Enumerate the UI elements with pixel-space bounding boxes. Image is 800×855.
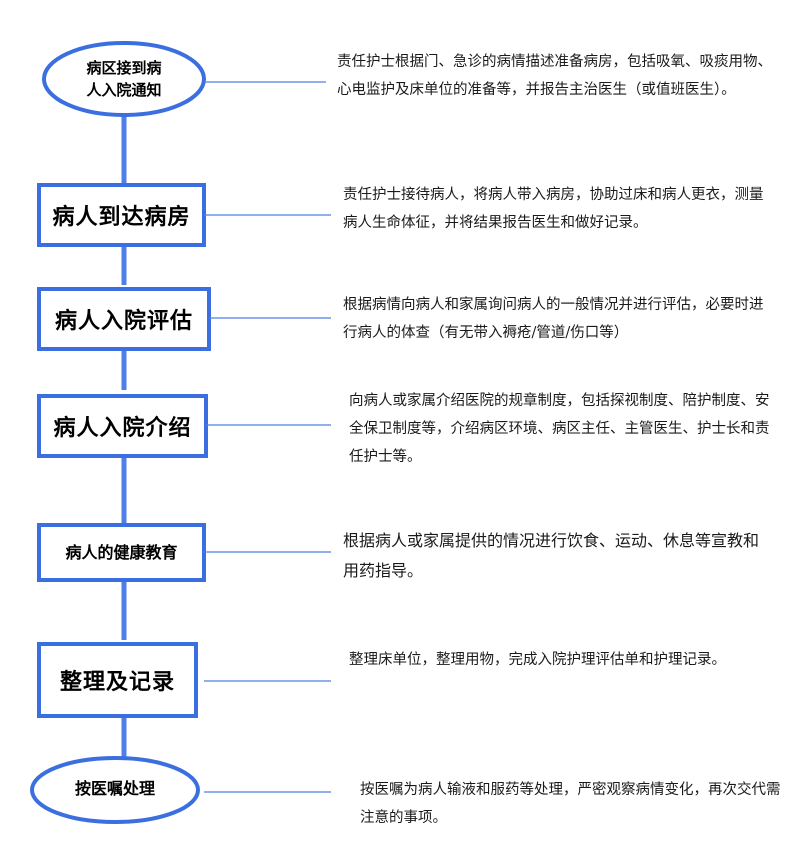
step-5-shape <box>37 523 206 582</box>
step-7-label: 按医嘱处理 <box>74 779 155 798</box>
step-1-description: 责任护士根据门、急诊的病情描述准备病房，包括吸氧、吸痰用物、心电监护及床单位的准… <box>337 54 772 98</box>
step-6-shape <box>37 642 198 718</box>
step-2-label: 病人到达病房 <box>52 205 191 230</box>
step-3-description: 根据病情向病人和家属询问病人的一般情况并进行评估，必要时进行病人的体查（有无带入… <box>343 297 764 341</box>
step-4-label: 病人入院介绍 <box>53 416 192 441</box>
step-1-shape <box>42 41 206 117</box>
step-3-shape <box>37 287 211 351</box>
step-7-shape <box>30 756 200 824</box>
step-1-label: 病区接到病 人入院通知 <box>86 59 162 99</box>
step-6-description: 整理床单位，整理用物，完成入院护理评估单和护理记录。 <box>349 652 726 668</box>
step-6-label: 整理及记录 <box>59 670 175 695</box>
step-4-description: 向病人或家属介绍医院的规章制度，包括探视制度、陪护制度、安全保卫制度等，介绍病区… <box>349 393 770 465</box>
step-5-label: 病人的健康教育 <box>65 542 178 562</box>
step-4-shape <box>37 394 208 458</box>
step-7-description: 按医嘱为病人输液和服药等处理，严密观察病情变化，再次交代需注意的事项。 <box>360 782 781 826</box>
step-2-description: 责任护士接待病人，将病人带入病房，协助过床和病人更衣，测量病人生命体征，并将结果… <box>343 187 764 231</box>
step-3-label: 病人入院评估 <box>54 309 193 334</box>
step-5-description: 根据病人或家属提供的情况进行饮食、运动、休息等宣教和用药指导。 <box>343 531 760 580</box>
